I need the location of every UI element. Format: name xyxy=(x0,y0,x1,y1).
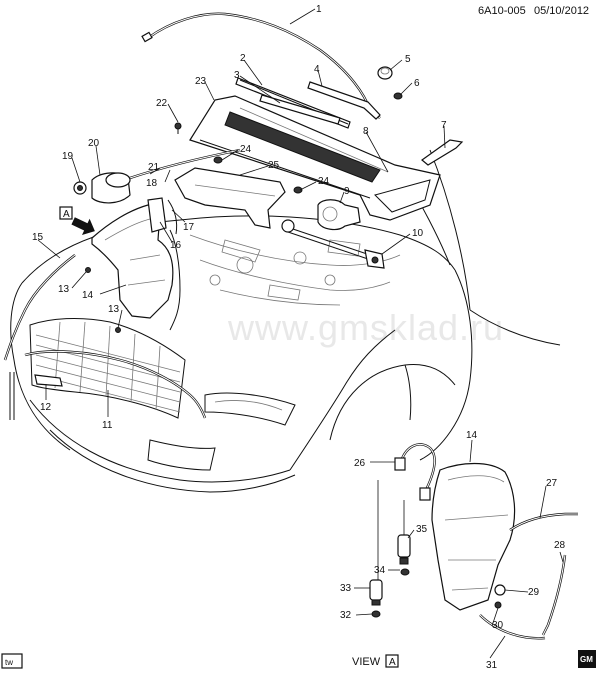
callout-29: 29 xyxy=(528,587,540,598)
footer: tw VIEW A GM xyxy=(1,650,596,669)
view-a-marker: A xyxy=(59,206,95,236)
callout-8: 8 xyxy=(363,126,369,137)
callout-17: 17 xyxy=(183,222,195,233)
callout-26: 26 xyxy=(354,458,366,469)
detail-view-a xyxy=(369,443,578,640)
part-9-wiper-motor xyxy=(317,199,361,231)
callout-5: 5 xyxy=(405,54,411,65)
callout-33: 33 xyxy=(340,583,352,594)
callout-28: 28 xyxy=(554,540,566,551)
part-25-cowl-seal-panel xyxy=(174,167,286,229)
callout-25: 25 xyxy=(268,160,280,171)
callout-2: 2 xyxy=(240,53,246,64)
footer-tw: tw xyxy=(5,658,13,667)
callout-34: 34 xyxy=(374,565,386,576)
callout-19: 19 xyxy=(62,151,74,162)
callout-27: 27 xyxy=(546,478,558,489)
vehicle-body-outline xyxy=(10,149,561,493)
part-8-air-inlet-grille-panel xyxy=(189,95,441,221)
callout-13-upper: 13 xyxy=(58,284,70,295)
header-date: 05/10/2012 xyxy=(534,5,589,17)
part-15-washer-hose xyxy=(3,254,76,361)
callout-6: 6 xyxy=(414,78,420,89)
view-a-marker-letter: A xyxy=(63,209,70,220)
part-16-bracket xyxy=(147,197,167,233)
callout-23: 23 xyxy=(195,76,207,87)
callout-14: 14 xyxy=(82,290,94,301)
part-12-washer-nozzle xyxy=(9,372,63,420)
part-11-washer-hose xyxy=(24,350,207,419)
part-10-wiper-linkage xyxy=(281,219,385,269)
part-20-filler-cap xyxy=(91,172,131,204)
gm-logo-text: GM xyxy=(580,655,593,664)
footer-view-word: VIEW xyxy=(352,656,381,668)
callout-4: 4 xyxy=(314,64,320,75)
part-13-screw xyxy=(85,267,121,333)
callout-1: 1 xyxy=(316,4,322,15)
part-1-washer-hose xyxy=(141,12,381,119)
callout-7: 7 xyxy=(441,120,447,131)
callout-31: 31 xyxy=(486,660,498,671)
callout-35: 35 xyxy=(416,524,428,535)
part-22-screw xyxy=(174,122,182,134)
header-code: 6A10-005 xyxy=(478,5,526,17)
callout-30: 30 xyxy=(492,620,504,631)
callout-12: 12 xyxy=(40,402,52,413)
callout-22: 22 xyxy=(156,98,168,109)
part-3-wiper-arm xyxy=(259,94,341,125)
callout-24-upper: 24 xyxy=(240,144,252,155)
callout-14-detail: 14 xyxy=(466,430,478,441)
part-21-hose xyxy=(129,148,241,180)
footer-view-letter: A xyxy=(389,657,396,668)
callout-16: 16 xyxy=(170,240,182,251)
callout-10: 10 xyxy=(412,228,424,239)
part-4-wiper-arm xyxy=(307,81,381,120)
part-7-seal-strip xyxy=(421,139,464,166)
part-19-washer-pump xyxy=(73,181,87,195)
part-17-seal xyxy=(167,199,178,235)
part-24-clip xyxy=(213,156,303,194)
callout-20: 20 xyxy=(88,138,100,149)
callout-18: 18 xyxy=(146,178,158,189)
callout-3: 3 xyxy=(234,70,240,81)
gm-logo xyxy=(578,650,596,668)
leader-lines xyxy=(37,8,564,659)
callout-15: 15 xyxy=(32,232,44,243)
callout-21: 21 xyxy=(148,162,160,173)
watermark-text: www.gmsklad.ru xyxy=(227,307,504,348)
callout-labels: 1 2 3 4 5 6 7 8 9 10 11 12 13 13 14 15 1… xyxy=(32,4,566,671)
callout-9: 9 xyxy=(344,186,350,197)
callout-32: 32 xyxy=(340,610,352,621)
callout-24-lower: 24 xyxy=(318,176,330,187)
callout-13-lower: 13 xyxy=(108,304,120,315)
part-5-nut-cap xyxy=(377,66,393,80)
callout-11: 11 xyxy=(102,420,113,431)
